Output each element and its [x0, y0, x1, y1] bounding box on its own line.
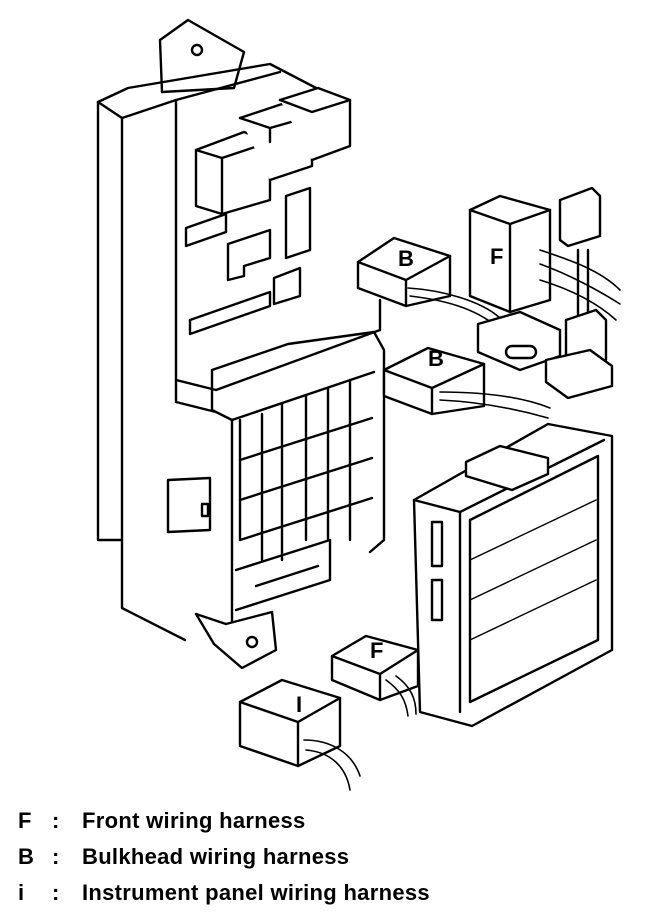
legend-row-front: F : Front wiring harness [18, 808, 658, 844]
legend-separator: : [52, 844, 60, 869]
connector-label-i-lower: I [296, 692, 302, 717]
legend-row-instrument-panel: i : Instrument panel wiring harness [18, 880, 658, 916]
legend-description: Front wiring harness [82, 808, 306, 833]
fuse-relay-box [96, 18, 386, 670]
legend-separator: : [52, 808, 60, 833]
legend-description: Instrument panel wiring harness [82, 880, 430, 905]
legend-row-bulkhead: B : Bulkhead wiring harness [18, 844, 658, 880]
connector-label-b-lower: B [428, 346, 444, 371]
connector-label-b-upper: B [398, 246, 414, 271]
connector-label-f-lower: F [370, 638, 383, 663]
legend-description: Bulkhead wiring harness [82, 844, 350, 869]
legend-key: F [18, 808, 32, 833]
lower-connectors [238, 634, 420, 791]
control-module [412, 422, 614, 728]
legend-key: i [18, 880, 25, 905]
upper-right-connectors [356, 186, 621, 419]
legend-key: B [18, 844, 35, 869]
connector-label-f-upper: F [490, 244, 503, 269]
fuse-relay-box-diagram: B F B F I [96, 18, 621, 791]
legend: F : Front wiring harness B : Bulkhead wi… [18, 808, 658, 916]
legend-separator: : [52, 880, 60, 905]
